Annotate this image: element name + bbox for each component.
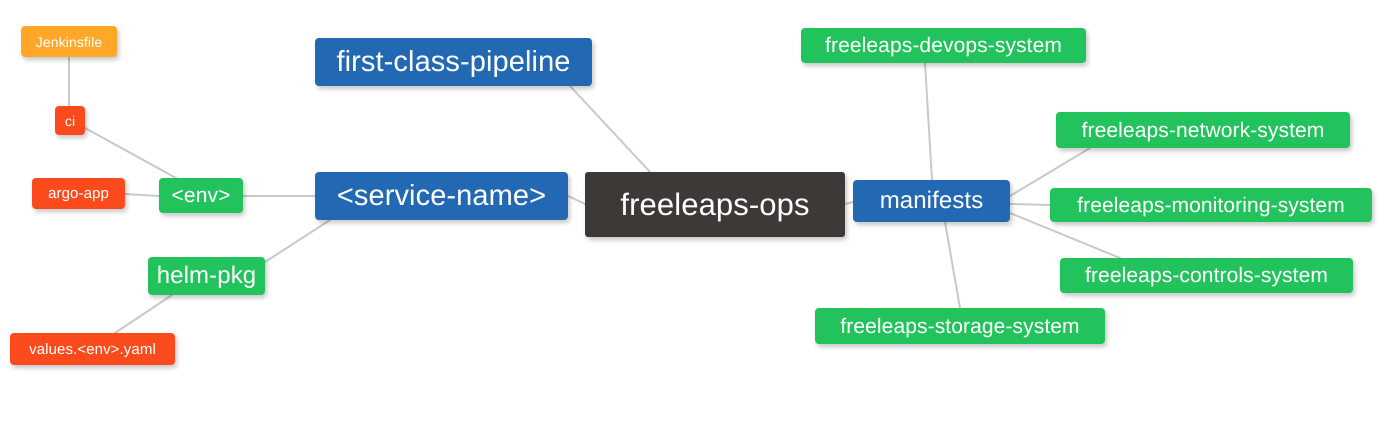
mindmap-node-manifests[interactable]: manifests bbox=[853, 180, 1010, 222]
mindmap-node-network-system[interactable]: freeleaps-network-system bbox=[1056, 112, 1350, 148]
mindmap-node-helm-pkg[interactable]: helm-pkg bbox=[148, 257, 265, 295]
edge-freeleaps-ops-to-first-class-pipeline bbox=[569, 85, 651, 173]
edge-env-to-ci bbox=[84, 127, 177, 179]
edge-freeleaps-ops-to-manifests bbox=[844, 201, 854, 205]
node-label: first-class-pipeline bbox=[336, 45, 571, 78]
node-label: helm-pkg bbox=[156, 262, 257, 289]
node-label: values.<env>.yaml bbox=[29, 340, 156, 358]
node-label: ci bbox=[64, 112, 76, 129]
edge-service-name-to-helm-pkg bbox=[264, 219, 331, 263]
edge-manifests-to-monitoring-system bbox=[1009, 203, 1051, 206]
mindmap-node-controls-system[interactable]: freeleaps-controls-system bbox=[1060, 258, 1353, 293]
node-label: argo-app bbox=[48, 185, 109, 202]
node-label: Jenkinsfile bbox=[35, 33, 103, 50]
mindmap-node-service-name[interactable]: <service-name> bbox=[315, 172, 568, 220]
edge-env-to-argo-app bbox=[124, 193, 160, 197]
edge-manifests-to-storage-system bbox=[944, 221, 961, 309]
mindmap-node-storage-system[interactable]: freeleaps-storage-system bbox=[815, 308, 1105, 344]
node-label: freeleaps-controls-system bbox=[1085, 264, 1328, 287]
mindmap-node-env[interactable]: <env> bbox=[159, 178, 243, 213]
node-label: <service-name> bbox=[336, 179, 547, 212]
node-label: freeleaps-monitoring-system bbox=[1077, 193, 1345, 217]
mindmap-node-devops-system[interactable]: freeleaps-devops-system bbox=[801, 28, 1086, 63]
node-label: freeleaps-storage-system bbox=[840, 314, 1080, 338]
edge-manifests-to-devops-system bbox=[924, 62, 933, 181]
node-label: freeleaps-network-system bbox=[1081, 118, 1325, 142]
mindmap-node-first-class-pipeline[interactable]: first-class-pipeline bbox=[315, 38, 592, 86]
edge-freeleaps-ops-to-service-name bbox=[567, 195, 586, 205]
mindmap-node-freeleaps-ops[interactable]: freeleaps-ops bbox=[585, 172, 845, 237]
mindmap-node-argo-app[interactable]: argo-app bbox=[32, 178, 125, 209]
edge-helm-pkg-to-values-env-yaml bbox=[114, 294, 173, 334]
mindmap-node-ci[interactable]: ci bbox=[55, 106, 85, 135]
mindmap-node-monitoring-system[interactable]: freeleaps-monitoring-system bbox=[1050, 188, 1372, 222]
node-label: freeleaps-devops-system bbox=[825, 34, 1062, 57]
node-label: manifests bbox=[879, 187, 984, 214]
node-label: freeleaps-ops bbox=[620, 187, 810, 222]
node-label: <env> bbox=[171, 184, 231, 207]
mindmap-node-jenkinsfile[interactable]: Jenkinsfile bbox=[21, 26, 117, 57]
mindmap-node-values-env-yaml[interactable]: values.<env>.yaml bbox=[10, 333, 175, 365]
